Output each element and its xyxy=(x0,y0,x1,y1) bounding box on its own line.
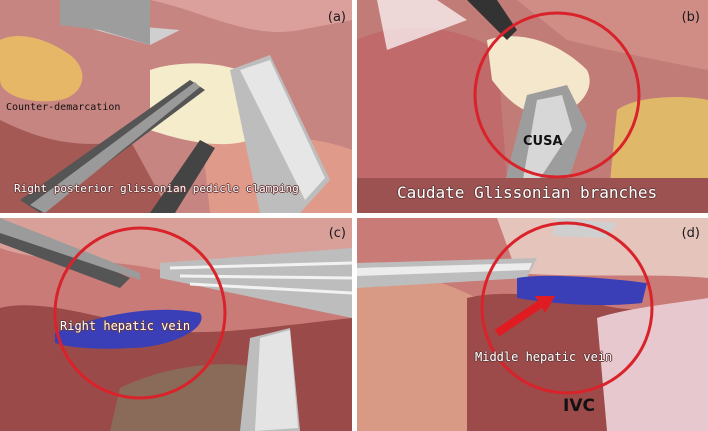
glissonian-pedicle xyxy=(150,63,260,145)
panel-d: (d) Middle hepatic vein IVC xyxy=(357,218,708,431)
panel-a: (a) Counter-demarcation Right posterior … xyxy=(0,0,352,213)
fat-tissue xyxy=(0,35,83,102)
ivc-label: IVC xyxy=(563,396,595,416)
forceps xyxy=(0,218,140,280)
caption-label: Caudate Glissonian branches xyxy=(397,183,658,202)
panel-b-illustration xyxy=(357,0,708,213)
highlight-circle xyxy=(53,226,227,400)
panel-b: (b) CUSA Caudate Glissonian branches xyxy=(357,0,708,213)
highlight-circle xyxy=(480,221,654,395)
panel-c: (c) Right hepatic vein xyxy=(0,218,352,431)
panel-tag: (a) xyxy=(327,10,346,25)
cusa-label: CUSA xyxy=(523,134,563,149)
ivc-tissue xyxy=(597,298,708,431)
caption-label: Right posterior glissonian pedicle clamp… xyxy=(14,182,299,195)
counter-demarcation-label: Counter-demarcation xyxy=(6,102,121,113)
forceps-tip xyxy=(60,0,150,45)
middle-hepatic-vein-label: Middle hepatic vein xyxy=(475,350,613,364)
panel-c-illustration xyxy=(0,218,352,431)
right-hepatic-vein xyxy=(55,309,202,349)
panel-tag: (d) xyxy=(681,226,700,241)
pointer-arrow xyxy=(494,299,545,337)
right-hepatic-vein-label: Right hepatic vein xyxy=(60,319,191,333)
panel-tag: (b) xyxy=(681,10,700,25)
panel-tag: (c) xyxy=(328,226,346,241)
panel-a-illustration xyxy=(0,0,352,213)
highlight-circle xyxy=(473,11,641,179)
panel-d-illustration xyxy=(357,218,708,431)
